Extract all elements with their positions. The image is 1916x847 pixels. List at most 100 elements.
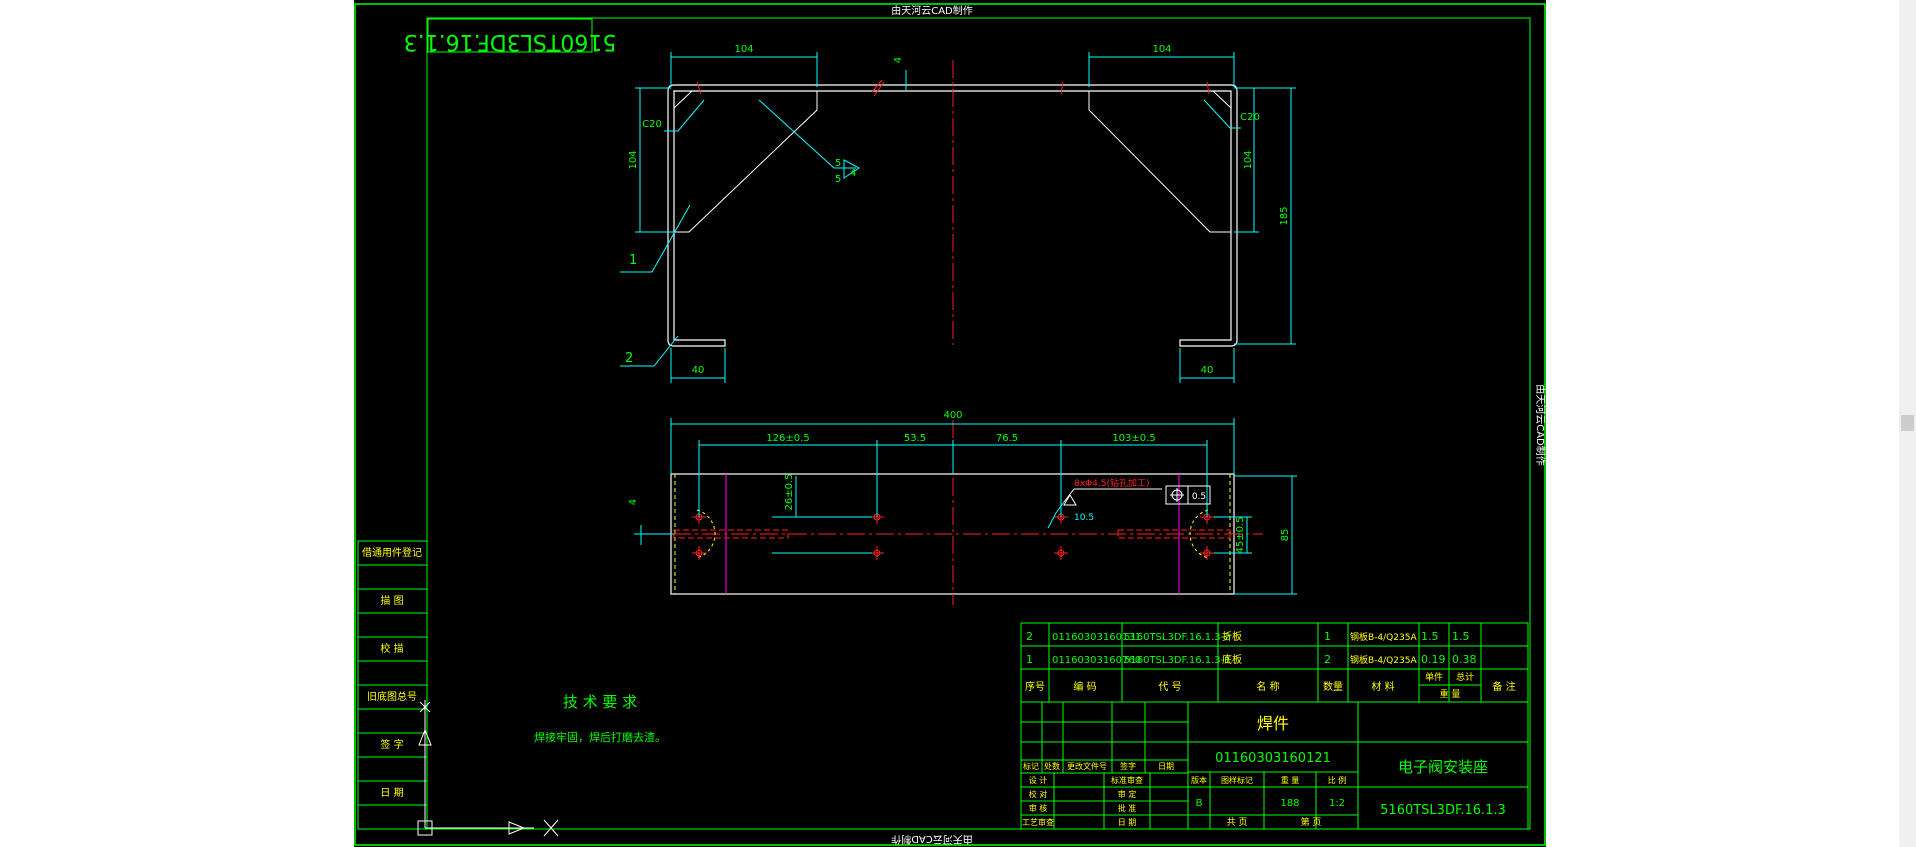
bom-h0: 序号 — [1025, 680, 1045, 693]
bom-r0-c5: 钢板B-4/Q235A — [1350, 631, 1417, 643]
position-tolerance: 0.5 — [1192, 492, 1206, 502]
dim-left-104: 104 — [628, 150, 639, 169]
bom-h4: 数量 — [1323, 680, 1343, 693]
bom-r0-c1: 01160303160131 — [1052, 632, 1141, 643]
sheets-total: 共 页 — [1227, 817, 1248, 828]
info-h0: 版本 — [1191, 775, 1207, 785]
bom-r0-c2: 5160TSL3DF.16.1.3-2 — [1124, 632, 1231, 643]
info-h3: 比 例 — [1328, 775, 1347, 785]
approve-1: 审 定 — [1118, 789, 1137, 799]
sign-2: 审 核 — [1029, 803, 1048, 813]
left-side-table: 借通用件登记 描 图 校 描 旧底图总号 签 字 日 期 — [357, 540, 428, 830]
sheet-no: 第 页 — [1301, 816, 1322, 828]
dim-seg-76: 76.5 — [996, 433, 1018, 444]
dim-right-104: 104 — [1243, 150, 1254, 169]
dim-c20-left: C20 — [642, 119, 662, 130]
bom-table: 2 01160303160131 5160TSL3DF.16.1.3-2 折板 … — [1020, 622, 1529, 703]
approve-0: 标准审查 — [1111, 775, 1143, 785]
dim-r-105: 10.5 — [1074, 513, 1094, 523]
bom-h6: 单件 — [1425, 671, 1443, 683]
left-table-cell-4: 签 字 — [380, 738, 403, 751]
bom-r1-c1: 01160303160760 — [1052, 655, 1141, 666]
bom-h5: 材 料 — [1371, 680, 1394, 693]
dim-hole-4: 4 — [628, 499, 639, 505]
sign-3: 工艺审查 — [1022, 817, 1054, 827]
left-table-cell-3: 旧底图总号 — [367, 690, 417, 703]
bom-r0-c7: 1.5 — [1452, 630, 1470, 643]
hole-spec: 8xΦ4.5(钻孔加工) — [1074, 477, 1149, 489]
weld-5a: 5 — [835, 158, 841, 169]
balloon-1: 1 — [629, 253, 637, 268]
left-table-cell-2: 校 描 — [380, 642, 403, 655]
cad-viewport[interactable]: 由天河云CAD制作 由天河云CAD制作 由天河云CAD制作 5160TSL3DF… — [354, 0, 1546, 847]
dim-top-left-104: 104 — [734, 44, 753, 55]
dim-seg-103: 103±0.5 — [1112, 433, 1155, 444]
dim-seg-53: 53.5 — [904, 433, 926, 444]
dim-right-185: 185 — [1279, 206, 1290, 225]
bom-h3: 名 称 — [1256, 680, 1279, 693]
dim-bottom-right-40: 40 — [1201, 365, 1214, 376]
dim-hole-85: 85 — [1280, 529, 1291, 542]
weight: 188 — [1280, 798, 1299, 809]
bom-r1-c4: 2 — [1324, 653, 1331, 666]
tech-title: 技 术 要 求 — [563, 693, 637, 711]
bom-h7: 总计 — [1456, 671, 1474, 683]
dim-hole-45: 45±0.5 — [1235, 516, 1246, 553]
bom-r0-c4: 1 — [1324, 630, 1331, 643]
weld-4: 4 — [850, 168, 856, 179]
drawing-no: 01160303160121 — [1215, 751, 1331, 766]
bom-r1-c7: 0.38 — [1452, 653, 1477, 666]
hole-callout: 8xΦ4.5(钻孔加工) 0.5 — [1063, 477, 1211, 506]
bom-r1-c5: 钢板B-4/Q235A — [1350, 654, 1417, 666]
bom-r0-c6: 1.5 — [1421, 630, 1439, 643]
part-type: 焊件 — [1257, 714, 1289, 733]
rev-h2: 更改文件号 — [1067, 761, 1107, 771]
left-table-cell-0: 借通用件登记 — [362, 546, 422, 559]
watermark-bottom: 由天河云CAD制作 — [891, 833, 973, 846]
rev-h4: 日期 — [1158, 762, 1174, 771]
ucs-axis-icon — [417, 700, 559, 837]
watermark-right: 由天河云CAD制作 — [1534, 384, 1546, 466]
weld-5b: 5 — [835, 174, 841, 185]
dim-seg-126: 126±0.5 — [766, 433, 809, 444]
bom-r1-c2: 5160TSL3DF.16.1.3-1 — [1124, 655, 1231, 666]
bom-r1-c3: 底板 — [1222, 653, 1242, 666]
left-table-cell-1: 描 图 — [380, 594, 403, 607]
sign-1: 校 对 — [1029, 789, 1048, 799]
info-h2: 重 量 — [1281, 775, 1300, 785]
part-code: 5160TSL3DF.16.1.3 — [1380, 803, 1506, 818]
bom-r0-c3: 折板 — [1222, 630, 1242, 643]
approve-2: 批 准 — [1118, 803, 1137, 813]
dim-total-400: 400 — [943, 410, 962, 421]
version: B — [1196, 798, 1203, 809]
dim-bottom-left-40: 40 — [692, 365, 705, 376]
rev-h1: 处数 — [1044, 761, 1060, 771]
bom-h1: 编 码 — [1073, 680, 1096, 693]
bom-h8: 备 注 — [1492, 680, 1515, 693]
rev-h0: 标记 — [1023, 761, 1039, 771]
dim-c20-right: C20 — [1240, 112, 1260, 123]
dim-small-4: 4 — [893, 57, 904, 63]
cad-drawing: 由天河云CAD制作 由天河云CAD制作 由天河云CAD制作 5160TSL3DF… — [354, 3, 1546, 846]
bom-r1-c0: 1 — [1026, 653, 1033, 666]
rev-h3: 签字 — [1120, 761, 1136, 771]
sign-0: 设 计 — [1029, 775, 1048, 785]
bom-h2: 代 号 — [1158, 681, 1181, 693]
tech-line-1: 焊接牢固，焊后打磨去渣。 — [534, 730, 666, 744]
left-table-cell-5: 日 期 — [380, 787, 403, 799]
scroll-thumb[interactable] — [1901, 415, 1914, 431]
top-view — [667, 60, 1238, 347]
flipped-code: 5160TSL3DF.16.1.3 — [404, 29, 617, 54]
info-h1: 图样标记 — [1221, 775, 1253, 785]
watermark-top: 由天河云CAD制作 — [891, 4, 973, 17]
bom-h-weight: 重 量 — [1440, 688, 1461, 700]
bottom-dimensions — [634, 418, 1297, 595]
scale: 1:2 — [1329, 798, 1345, 809]
flipped-code-box — [427, 18, 593, 53]
dim-hole-26: 26±0.5 — [784, 473, 795, 510]
bom-r1-c6: 0.19 — [1421, 653, 1446, 666]
approve-3: 日 期 — [1118, 818, 1137, 827]
dim-top-right-104: 104 — [1152, 44, 1171, 55]
part-name: 电子阀安装座 — [1398, 758, 1488, 776]
outer-frame — [354, 3, 1546, 846]
